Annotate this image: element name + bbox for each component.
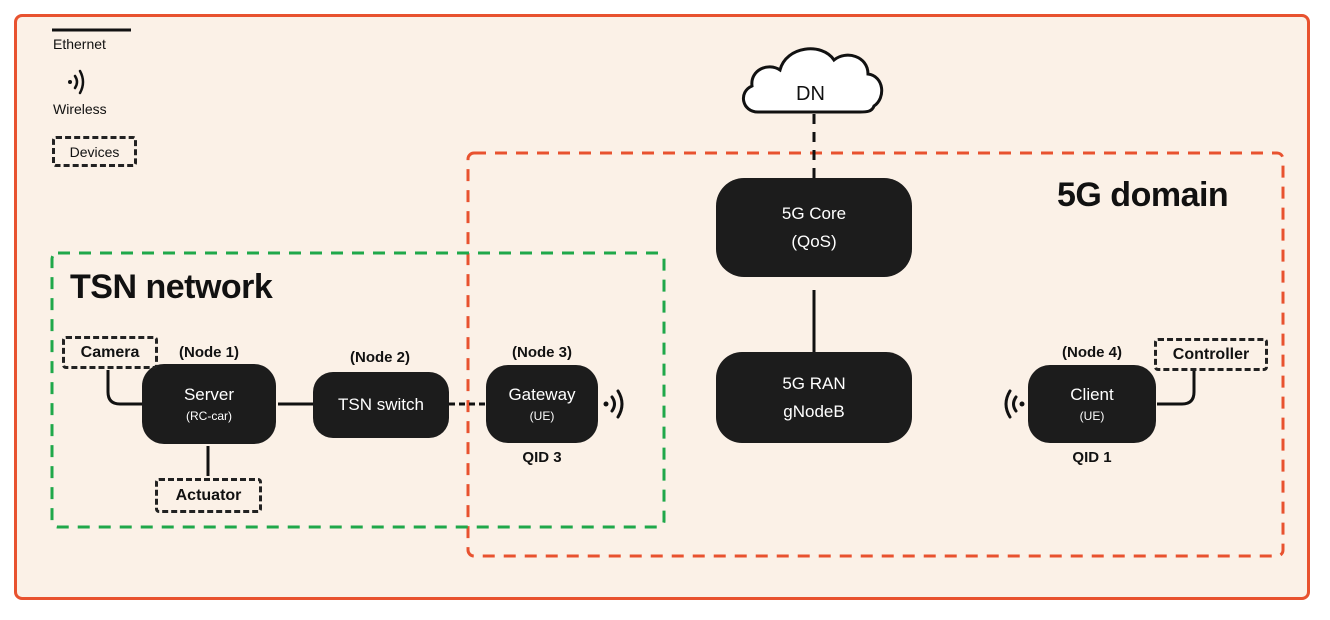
gateway-subtitle: (UE) (529, 409, 555, 423)
fiveg-core-line1: 5G Core (781, 203, 847, 223)
cloud-label: DN (796, 83, 825, 105)
fiveg-ran-line1: 5G RAN (782, 373, 846, 393)
gateway-qid: QID 3 (522, 449, 562, 466)
legend-ethernet-label: Ethernet (53, 36, 106, 52)
gateway-node-tag: (Node 3) (512, 344, 572, 361)
client-node-tag: (Node 4) (1062, 344, 1122, 361)
server-title: Server (183, 385, 235, 404)
fiveg-ran-node: 5G RAN gNodeB (716, 352, 912, 443)
camera-server-link (106, 370, 142, 406)
gateway-node: Gateway (UE) (486, 365, 598, 443)
switch-node-tag: (Node 2) (350, 349, 410, 366)
server-node: Server (RC-car) (142, 364, 276, 444)
fiveg-core-line2: (QoS) (791, 231, 837, 251)
client-subtitle: (UE) (1079, 409, 1105, 423)
tsn-switch-node: TSN switch (313, 372, 449, 438)
actuator-device: Actuator (155, 478, 262, 513)
fiveg-domain-title: 5G domain (1057, 176, 1229, 214)
fiveg-ran-line2: gNodeB (783, 401, 845, 421)
gateway-wireless-icon (603, 389, 624, 419)
cloud-shape (742, 47, 884, 114)
gateway-title: Gateway (508, 385, 576, 404)
client-wireless-icon (1004, 389, 1025, 419)
server-subtitle: (RC-car) (186, 409, 232, 423)
diagram-canvas (14, 14, 1310, 600)
legend-devices-box: Devices (52, 136, 137, 167)
client-controller-link (1157, 370, 1196, 406)
legend-wireless-label: Wireless (53, 101, 107, 117)
tsn-switch-title: TSN switch (338, 395, 424, 414)
controller-device: Controller (1154, 338, 1268, 371)
fiveg-core-node: 5G Core (QoS) (716, 178, 912, 277)
tsn-network-border (50, 251, 666, 529)
client-title: Client (1070, 385, 1114, 404)
client-qid: QID 1 (1072, 449, 1112, 466)
fiveg-domain-border (466, 151, 1285, 558)
client-node: Client (UE) (1028, 365, 1156, 443)
camera-device: Camera (62, 336, 158, 369)
server-node-tag: (Node 1) (179, 344, 239, 361)
tsn-network-title: TSN network (70, 268, 273, 306)
legend-wireless-icon (68, 69, 85, 95)
